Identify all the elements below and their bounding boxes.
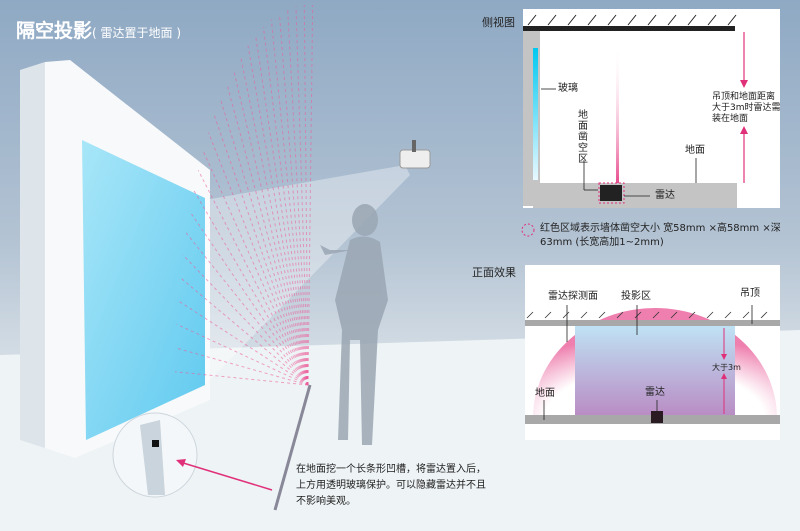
projection-area <box>575 326 735 416</box>
projector-icon <box>399 149 431 169</box>
height-note: 吊顶和地面距离 大于3m时雷达需 装在地面 <box>712 92 781 125</box>
radar-ray <box>287 9 309 386</box>
radar-ray <box>270 19 309 386</box>
floor-groove <box>273 384 312 511</box>
note-line: 装在地面 <box>712 114 749 124</box>
radar-ray <box>175 347 309 386</box>
radar-ray <box>178 300 309 386</box>
note-line: 吊顶和地面距离 <box>712 92 776 102</box>
front-radar-label: 雷达 <box>645 387 665 398</box>
caption-line: 63mm (长宽高加1~2mm) <box>540 237 664 248</box>
ceiling-bar <box>523 26 735 31</box>
front-floor-label: 地面 <box>535 388 555 399</box>
front-view-heading: 正面效果 <box>472 266 516 279</box>
ceiling-label: 吊顶 <box>740 288 760 299</box>
side-radar-label: 雷达 <box>655 190 675 201</box>
side-view-heading: 侧视图 <box>482 16 515 29</box>
radar-ray <box>255 35 309 386</box>
caption-line: 红色区域表示墙体凿空大小 宽58mm ×高58mm ×深 <box>540 223 781 234</box>
radar-ray <box>185 232 309 386</box>
radar-ray <box>278 13 309 386</box>
detect-plane-label: 雷达探测面 <box>548 291 598 302</box>
radar-ray <box>240 57 309 386</box>
description-line: 上方用透明玻璃保护。可以隐藏雷达并不且 <box>296 480 486 491</box>
glass-icon <box>533 48 538 180</box>
projection-area-label: 投影区 <box>621 291 651 302</box>
radar-ray <box>226 83 309 386</box>
title-main: 隔空投影 <box>16 20 93 42</box>
front-ceiling-bar <box>525 320 780 326</box>
side-floor-label: 地面 <box>685 145 705 156</box>
height-label: 大于3m <box>712 363 741 372</box>
radar-ray <box>202 150 309 386</box>
inset-arrow <box>179 461 273 491</box>
radar-ray <box>197 170 309 386</box>
radar-icon <box>600 185 622 201</box>
cutout-caption: 红色区域表示墙体凿空大小 宽58mm ×高58mm ×深 63mm (长宽高加1… <box>540 222 781 250</box>
radar-ray <box>262 26 309 386</box>
radar-ray <box>176 323 309 386</box>
description-text: 在地面挖一个长条形凹槽，将雷达置入后， 上方用透明玻璃保护。可以隐藏雷达并不且 … <box>296 462 486 510</box>
note-line: 大于3m时雷达需 <box>712 103 781 113</box>
radar-ray <box>189 211 309 386</box>
glass-label: 玻璃 <box>558 83 578 94</box>
person-silhouette <box>320 204 388 445</box>
radar-ray <box>193 190 309 386</box>
description-line: 在地面挖一个长条形凹槽，将雷达置入后， <box>296 464 486 475</box>
radar-beam <box>616 45 619 183</box>
radar-ray <box>219 98 309 386</box>
front-radar-icon <box>651 411 663 423</box>
floor-section <box>533 183 737 208</box>
floor-cutout-label: 地面凿空区 <box>578 110 588 165</box>
radar-ray <box>182 254 309 386</box>
radar-ray <box>175 371 309 386</box>
radar-ray <box>180 277 309 386</box>
glass-screen <box>82 140 205 440</box>
radar-rays <box>175 5 314 386</box>
description-line: 不影响美观。 <box>296 496 356 507</box>
page-title: 隔空投影( 雷达置于地面 ) <box>16 16 181 43</box>
cutout-legend-icon <box>521 223 535 237</box>
title-sub: ( 雷达置于地面 ) <box>92 26 182 40</box>
side-view-panel <box>523 9 780 208</box>
